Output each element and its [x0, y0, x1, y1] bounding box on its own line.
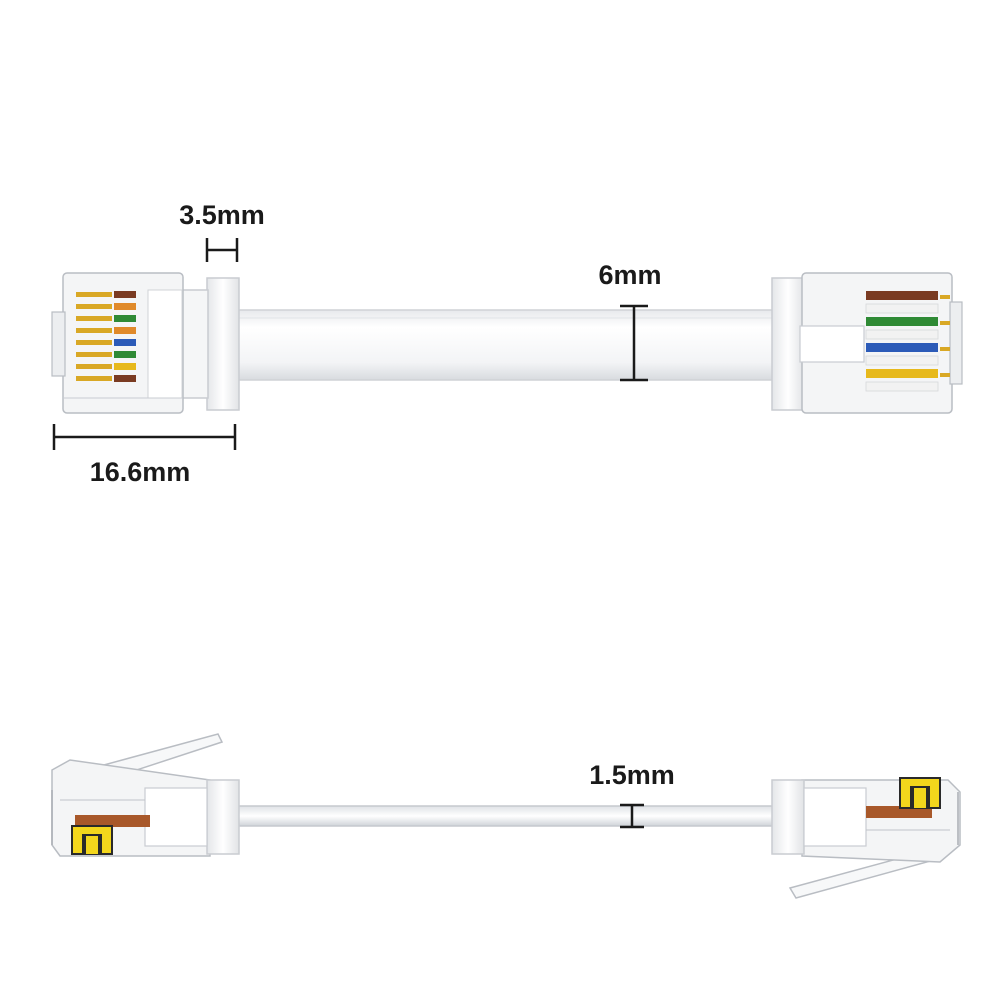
right-rj45-plug-side [771, 777, 961, 899]
left-rj45-plug-top [51, 272, 240, 414]
left-rj45-plug-side [51, 733, 240, 857]
cable-thickness-label: 1.5mm [589, 760, 675, 790]
flat-cable-side [235, 805, 777, 827]
right-colored-wires [865, 291, 939, 392]
latch-width-label: 3.5mm [179, 200, 265, 230]
plug-length-label: 16.6mm [90, 457, 191, 487]
left-gold-contacts [76, 292, 112, 381]
dimension-cable-width: 6mm [598, 260, 662, 382]
left-wire-ends [114, 291, 136, 382]
top-view: 3.5mm 6mm 16.6mm [51, 200, 963, 487]
right-gold-contacts [940, 295, 950, 377]
dimension-latch-width: 3.5mm [179, 200, 265, 262]
cable-width-label: 6mm [598, 260, 661, 290]
dimension-cable-thickness: 1.5mm [589, 760, 675, 829]
dimension-plug-length: 16.6mm [52, 424, 237, 487]
side-view: 1.5mm [51, 733, 961, 899]
right-rj45-plug-top [771, 272, 963, 414]
flat-cable-top [235, 309, 777, 381]
